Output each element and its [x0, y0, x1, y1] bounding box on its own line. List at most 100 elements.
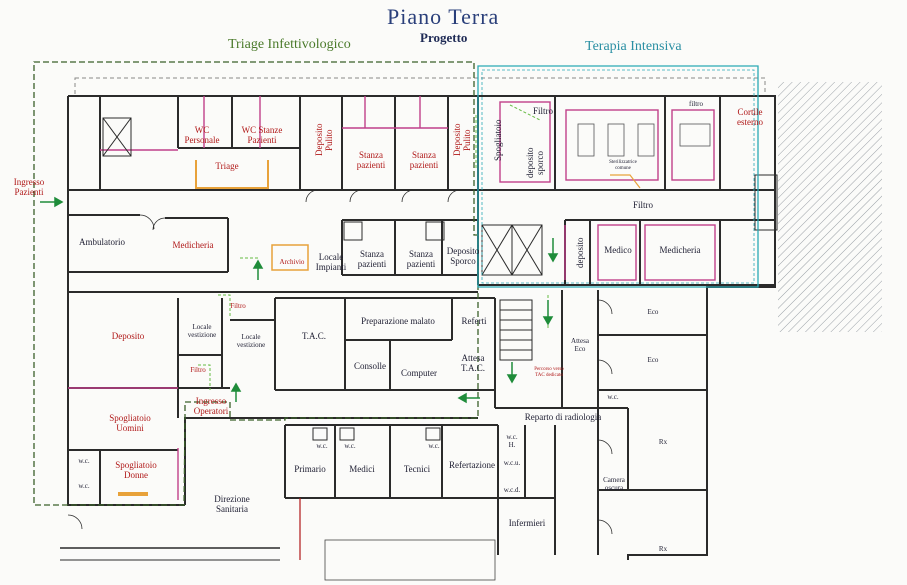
label-stanza-pazienti-1: Stanza pazienti [356, 150, 386, 170]
label-stanza-pazienti-3: Stanza pazienti [357, 249, 387, 269]
door-swing [152, 217, 166, 231]
door-path [218, 294, 231, 318]
down-arrow-head [542, 316, 554, 326]
label-reparto-radiologia: Reparto di radiologia [524, 412, 602, 422]
label-percorso-tac: Percorso verso TAC dedicato [534, 367, 564, 378]
label-wc-3: w.c. [428, 442, 440, 450]
label-locale-impianti: Locale Impianti [315, 252, 347, 272]
triage-counter [195, 160, 269, 189]
hatched-courtyard [778, 82, 882, 332]
label-deposito-vert: deposito [575, 237, 585, 269]
door-swing [597, 439, 613, 455]
label-filtro-mid: Filtro [632, 200, 653, 210]
label-camera-oscura: Camera oscura [603, 476, 625, 492]
up-arrow-head [252, 259, 264, 269]
label-computer: Computer [401, 368, 437, 378]
label-triage: Triage [215, 161, 239, 171]
label-deposito-sporco: Deposito Sporco [446, 246, 480, 266]
label-attesa-tac: Attesa T.A.C. [460, 353, 486, 373]
label-filtro-b: Filtro [190, 366, 206, 374]
partition [644, 224, 716, 281]
outer-wall-bottom [184, 417, 478, 505]
elevator-shaft [511, 224, 543, 276]
elevator-shaft [339, 427, 355, 441]
label-wc-stanze-pazienti: WC Stanze Pazienti [241, 125, 283, 145]
plan-subtitle: Progetto [420, 30, 468, 45]
elevator-line [511, 224, 543, 276]
label-eco-2: Eco [647, 356, 659, 364]
label-spogliatoio-uomini: Spogliatoio Uomini [109, 413, 151, 433]
label-wc-d: w.c.d. [503, 486, 521, 494]
label-wc-1: w.c. [316, 442, 328, 450]
label-archivio: Archivio [279, 258, 305, 266]
label-filtro-a: Filtro [230, 302, 246, 310]
partition [671, 109, 715, 181]
door-swing [67, 514, 83, 530]
label-cortile: Cortile esterno [737, 107, 763, 127]
label-deposito-pulito-1: Deposito Pulito [314, 123, 334, 157]
label-attesa-eco: Attesa Eco [571, 337, 589, 353]
label-wc-donne: w.c. [78, 482, 90, 490]
triage-zone-boundary [33, 61, 479, 506]
label-spogliatoio-donne: Spogliatoio Donne [115, 460, 157, 480]
door-swing [597, 519, 613, 535]
door-swing [447, 189, 461, 203]
label-deposito-main: Deposito [111, 331, 145, 341]
elevator-line [481, 224, 513, 276]
label-medicheria-1: Medicheria [172, 240, 214, 250]
label-wc-2: w.c. [344, 442, 356, 450]
up-arrow-head [230, 382, 242, 392]
label-wc-h: w.c. H. [506, 433, 518, 449]
label-filtro-top: Filtro [532, 106, 553, 116]
terapia-zone-inner [481, 69, 755, 284]
label-rx-2: Rx [658, 545, 668, 553]
label-wc-u: w.c.u. [503, 459, 521, 467]
label-spogliatoio: Spogliatoio [493, 119, 503, 161]
zone-label-triage: Triage Infettivologico [228, 37, 351, 52]
ti-orange-path [610, 174, 641, 189]
door-swing [597, 359, 613, 375]
stairwell [754, 174, 778, 231]
label-stanza-pazienti-4: Stanza pazienti [406, 249, 436, 269]
door-swing [349, 189, 363, 203]
door-path [509, 104, 541, 121]
partition [597, 224, 637, 281]
down-arrow-head [506, 374, 518, 384]
stairwell [102, 117, 132, 157]
label-tecnici: Tecnici [403, 464, 431, 474]
entry-arrow-head [54, 196, 64, 208]
stair-line [102, 117, 132, 157]
zone-label-terapia: Terapia Intensiva [585, 39, 682, 54]
label-primario: Primario [294, 464, 326, 474]
door-swing [597, 299, 613, 315]
label-deposito-sporco-ti: deposito sporco [525, 147, 545, 179]
label-direzione-sanitaria: Direzione Sanitaria [214, 494, 250, 514]
label-rx-1: Rx [658, 438, 668, 446]
label-medici: Medici [349, 464, 375, 474]
down-arrow-head [547, 253, 559, 263]
label-filtro-ti-corner: filtro [689, 100, 703, 108]
partition [565, 109, 659, 181]
label-consolle: Consolle [353, 361, 386, 371]
label-medico: Medico [604, 245, 632, 255]
door-path [198, 364, 211, 390]
elevator-shaft [343, 221, 363, 241]
bottom-area [324, 539, 496, 581]
door-swing [401, 189, 415, 203]
label-wc-right: w.c. [607, 393, 619, 401]
parking-strip [74, 77, 766, 97]
label-locale-vestizione-2: Locale vestizione [236, 333, 266, 349]
plan-title: Piano Terra [387, 4, 500, 29]
terapia-zone-boundary [477, 65, 759, 288]
label-wc-uomini: w.c. [78, 457, 90, 465]
bed [679, 123, 711, 147]
label-ambulatorio: Ambulatorio [79, 237, 125, 247]
elevator-shaft [425, 427, 441, 441]
bench [118, 492, 148, 496]
archivio-box [271, 244, 309, 271]
label-mortuary-note: Sterilizzatrice comune [609, 160, 637, 171]
bed [607, 123, 625, 157]
elevator-shaft [312, 427, 328, 441]
label-ingresso-operatori: Ingresso Operatori [193, 396, 229, 416]
